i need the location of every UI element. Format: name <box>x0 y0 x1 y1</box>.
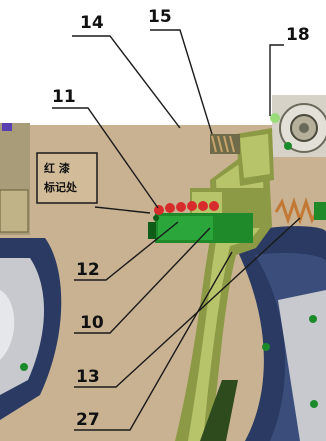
leader-14 <box>72 35 181 129</box>
red-marks <box>153 201 219 221</box>
left-disc <box>0 238 62 420</box>
callout-12: 12 <box>76 260 100 280</box>
leader-note <box>94 206 151 214</box>
right-spring <box>274 197 326 225</box>
navy-disc <box>230 226 326 441</box>
leader-27 <box>74 251 233 431</box>
leader-12 <box>74 221 179 281</box>
red-mark-assembly <box>148 188 270 243</box>
leader-15 <box>150 29 213 135</box>
leader-lines <box>52 29 301 431</box>
callout-27: 27 <box>76 410 100 430</box>
note-line-1: 红 漆 <box>44 161 70 175</box>
leader-11 <box>52 107 159 209</box>
note-line-2: 标记处 <box>43 180 78 194</box>
callout-13: 13 <box>76 367 100 387</box>
top-wheel-housing <box>272 95 326 157</box>
leader-13 <box>74 217 301 388</box>
callout-15: 15 <box>148 7 172 27</box>
leader-10 <box>74 227 211 334</box>
upper-spring <box>210 113 292 154</box>
callout-11: 11 <box>52 87 76 107</box>
callout-18: 18 <box>286 25 310 45</box>
leader-18 <box>269 44 284 116</box>
callout-10: 10 <box>80 313 104 333</box>
red-paint-note: 红 漆 标记处 <box>36 152 98 204</box>
callout-14: 14 <box>80 13 104 33</box>
left-bracket <box>0 123 30 235</box>
